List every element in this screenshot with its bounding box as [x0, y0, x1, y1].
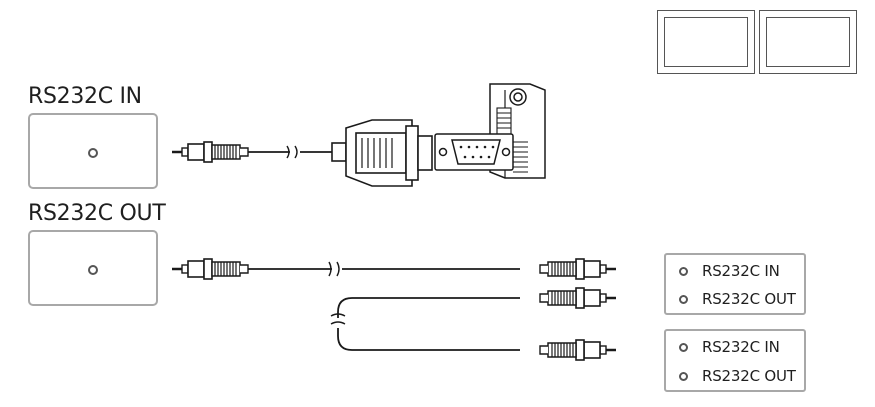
device-1-port-box: RS232C IN RS232C OUT: [664, 253, 806, 315]
rs232c-out-title: RS232C OUT: [28, 201, 166, 226]
db9-connector: [331, 119, 433, 187]
device-1-in-jack: [538, 257, 618, 281]
pc-serial-port: [434, 83, 546, 179]
device-2-in-jack: [538, 338, 618, 362]
chain-cable-break-mark: [330, 313, 346, 325]
device-2-in-dot: [679, 342, 688, 352]
monitor-right: [759, 10, 857, 74]
rs232c-out-port-hole: [88, 265, 98, 275]
out-jack-connector: [170, 257, 250, 281]
monitor-left: [657, 10, 755, 74]
in-cable: [170, 140, 332, 164]
device-1-out-dot: [679, 294, 688, 304]
device-1-out-row: RS232C OUT: [666, 286, 804, 312]
device-2-out-dot: [679, 371, 688, 381]
device-1-in-label: RS232C IN: [702, 262, 780, 280]
monitor-left-screen: [664, 17, 748, 67]
in-jack-connector: [170, 140, 250, 164]
device-1-out-label: RS232C OUT: [702, 290, 796, 308]
device-2-out-label: RS232C OUT: [702, 367, 796, 385]
device-1-in-row: RS232C IN: [666, 258, 804, 284]
device-2-in-label: RS232C IN: [702, 338, 780, 356]
device-2-port-box: RS232C IN RS232C OUT: [664, 329, 806, 392]
in-cable-break-mark: [286, 145, 298, 159]
rs232c-in-port-hole: [88, 148, 98, 158]
device-2-in-row: RS232C IN: [666, 334, 804, 360]
out-cable-break-mark: [328, 261, 340, 277]
device-1-in-dot: [679, 266, 688, 276]
device-2-out-row: RS232C OUT: [666, 363, 804, 389]
rs232c-in-title: RS232C IN: [28, 84, 142, 109]
rs232c-in-port-box: [28, 113, 158, 189]
device-1-out-jack: [538, 286, 618, 310]
monitor-right-screen: [766, 17, 850, 67]
daisy-chain-cable: [330, 286, 618, 362]
out-cable: [170, 257, 618, 281]
rs232c-out-port-box: [28, 230, 158, 306]
